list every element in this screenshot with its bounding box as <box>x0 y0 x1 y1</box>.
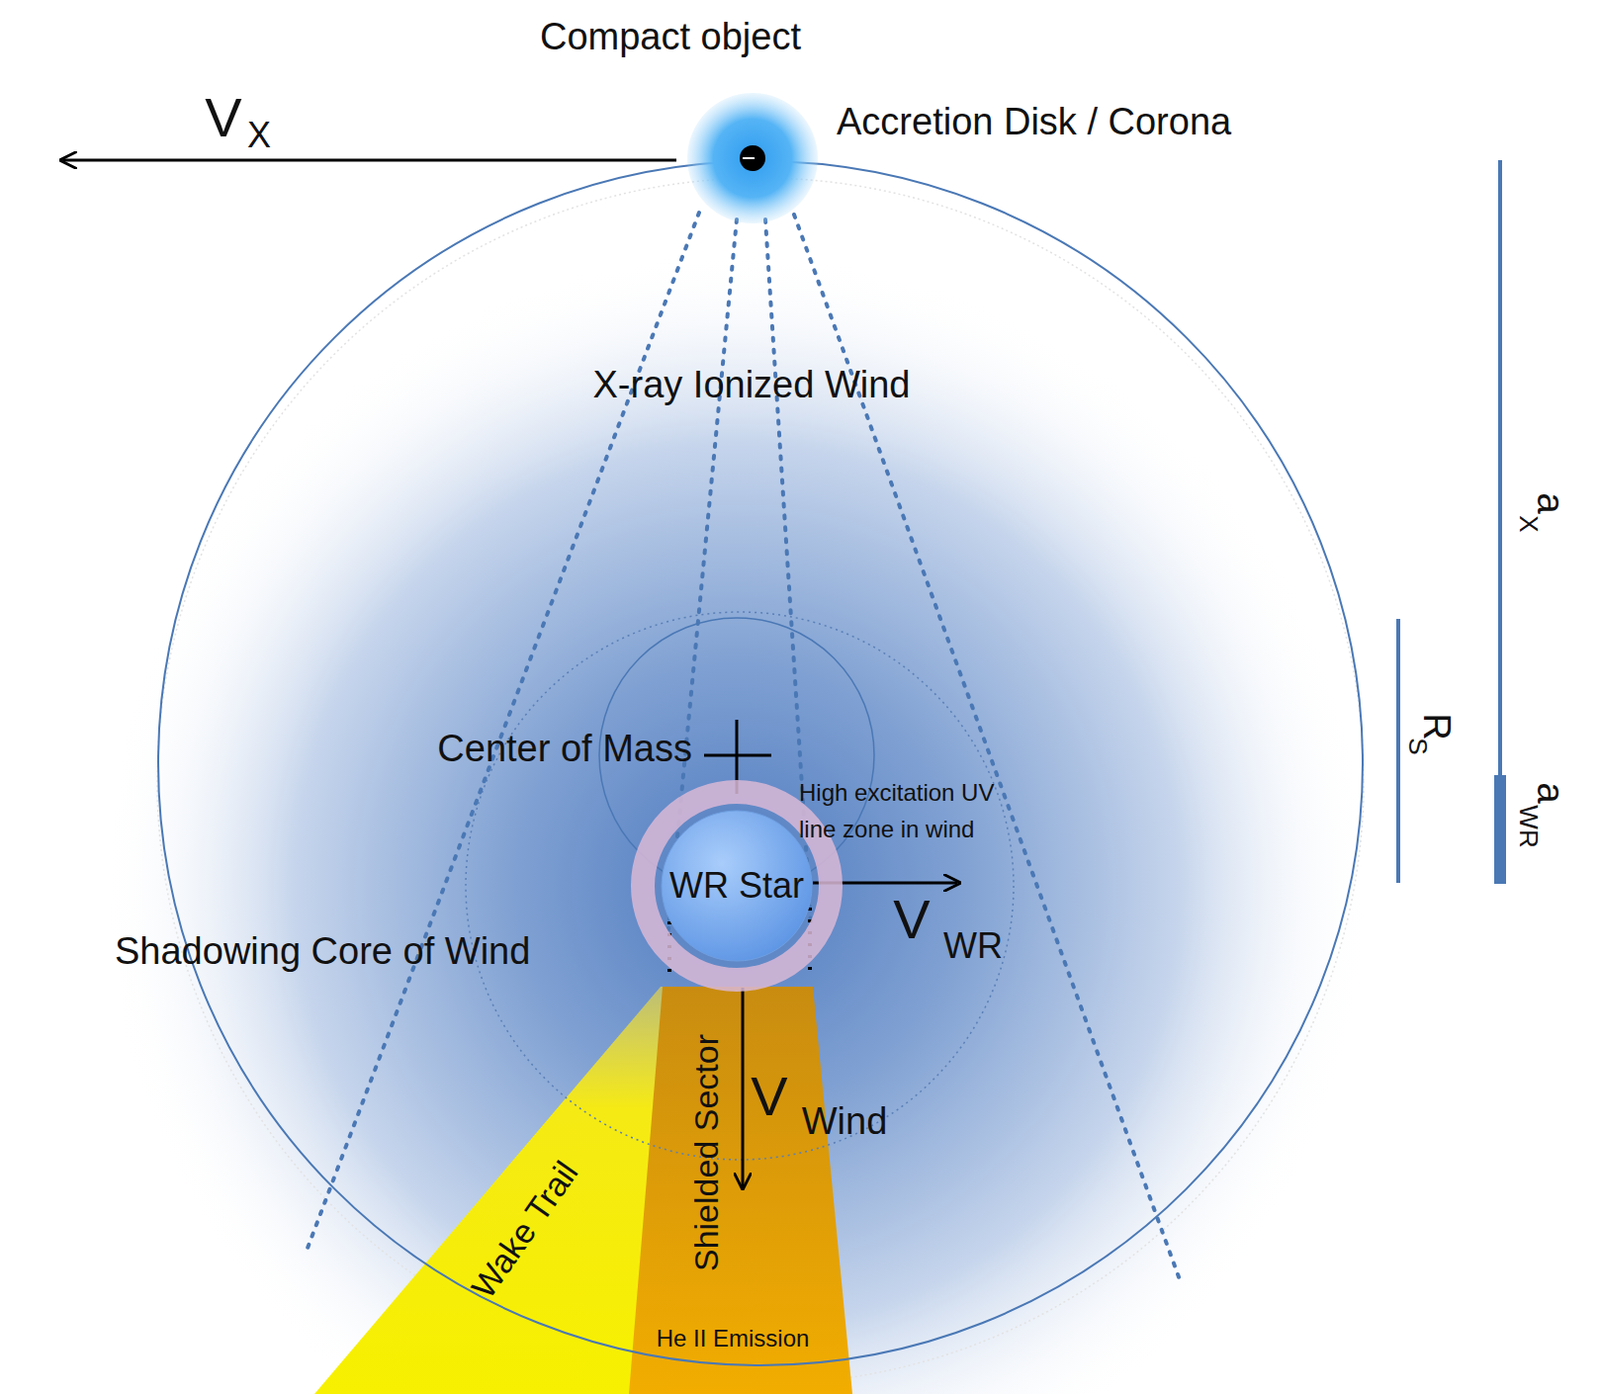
scale-subscript: X <box>1514 515 1544 533</box>
object-label: Accretion Disk / Corona <box>836 101 1232 144</box>
velocity-subscript: X <box>247 115 271 156</box>
scale-symbol: R <box>1415 712 1457 740</box>
point-label: Center of Mass <box>437 728 693 771</box>
star-disc <box>661 810 812 962</box>
region-label: Shadowing Core of Wind <box>114 931 531 974</box>
shielded-sector <box>628 986 853 1394</box>
zone-label: High excitation UV line zone in wind <box>799 774 1002 848</box>
scale-bars <box>1398 160 1507 885</box>
region-label: Shielded Sector <box>688 1034 725 1272</box>
object-label: Compact object <box>539 16 801 59</box>
accretion-disk <box>687 92 818 224</box>
scale-symbol: a <box>1528 782 1571 803</box>
velocity-subscript: Wind <box>801 1101 889 1144</box>
wake-trail <box>314 986 683 1394</box>
velocity-subscript: WR <box>943 926 1003 967</box>
region-label: X-ray Ionized Wind <box>592 364 910 407</box>
velocity-symbol: V <box>892 888 930 951</box>
velocity-symbol: V <box>750 1066 788 1128</box>
star-label: WR Star <box>669 865 804 907</box>
region-label: Wake Trail <box>464 1155 586 1306</box>
scale-subscript: WR <box>1514 804 1544 848</box>
star-circle: WR Star <box>660 809 813 963</box>
scale-subscript: S <box>1404 737 1433 755</box>
region-label: He II Emission <box>656 1326 810 1352</box>
compact-object <box>739 145 766 172</box>
velocity-arrows <box>63 160 958 1187</box>
scale-symbol: a <box>1528 492 1571 514</box>
compact-object-mark <box>742 157 755 160</box>
orbit-circle <box>158 161 1363 1366</box>
x-ray-rays <box>306 212 1182 1286</box>
shadowing-core <box>465 612 1014 1160</box>
velocity-symbol: V <box>204 87 242 149</box>
